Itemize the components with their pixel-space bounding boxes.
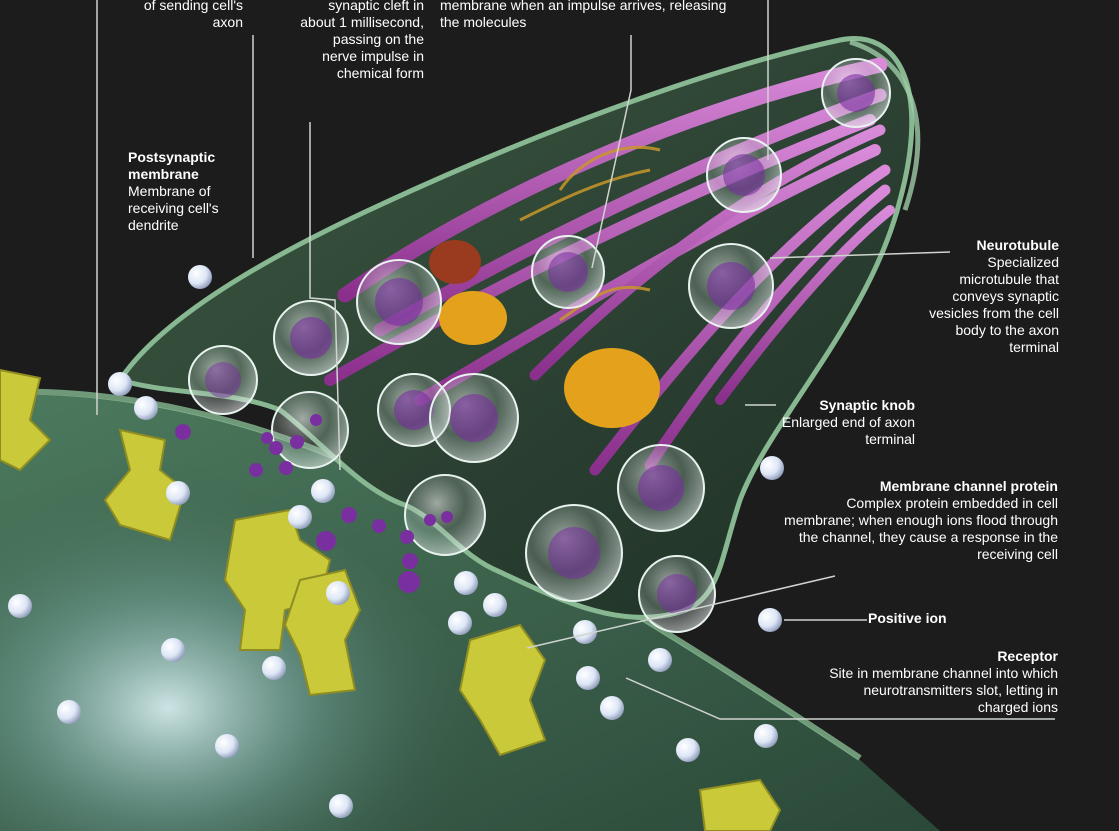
label-synaptic-cleft-text: synaptic cleft in about 1 millisecond, p… xyxy=(300,0,424,82)
label-neurotubule-text: Specialized microtubule that conveys syn… xyxy=(915,254,1059,356)
label-vesicle-release-text: membrane when an impulse arrives, releas… xyxy=(440,0,735,31)
label-positive-ion-title: Positive ion xyxy=(868,610,988,627)
label-synaptic-knob: Synaptic knob Enlarged end of axon termi… xyxy=(770,397,915,448)
label-channel-protein-text: Complex protein embedded in cell membran… xyxy=(780,495,1058,563)
label-postsynaptic-text: Membrane of receiving cell's dendrite xyxy=(128,183,246,234)
label-synaptic-cleft: synaptic cleft in about 1 millisecond, p… xyxy=(300,0,424,82)
label-channel-protein-title: Membrane channel protein xyxy=(780,478,1058,495)
label-positive-ion: Positive ion xyxy=(868,610,988,627)
label-neurotubule: Neurotubule Specialized microtubule that… xyxy=(915,237,1059,356)
label-neurotubule-title: Neurotubule xyxy=(915,237,1059,254)
label-vesicle-release: membrane when an impulse arrives, releas… xyxy=(440,0,735,31)
label-synaptic-knob-text: Enlarged end of axon terminal xyxy=(770,414,915,448)
label-sending-axon-text: of sending cell's axon xyxy=(140,0,243,31)
label-receptor-text: Site in membrane channel into which neur… xyxy=(810,665,1058,716)
label-synaptic-knob-title: Synaptic knob xyxy=(770,397,915,414)
label-postsynaptic-title: Postsynaptic membrane xyxy=(128,149,246,183)
label-postsynaptic-membrane: Postsynaptic membrane Membrane of receiv… xyxy=(128,149,246,234)
label-receptor-title: Receptor xyxy=(810,648,1058,665)
label-receptor: Receptor Site in membrane channel into w… xyxy=(810,648,1058,716)
label-sending-axon: of sending cell's axon xyxy=(140,0,243,31)
label-membrane-channel-protein: Membrane channel protein Complex protein… xyxy=(780,478,1058,563)
